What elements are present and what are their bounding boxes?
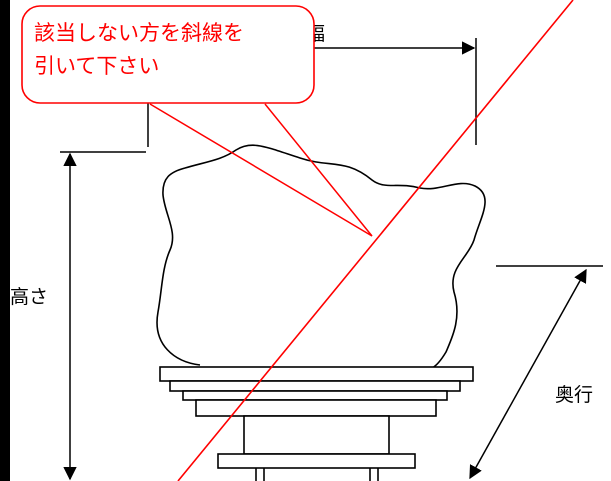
pedestal	[159, 366, 474, 481]
left-edge-bar	[0, 0, 10, 481]
pedestal-tier-4	[195, 399, 437, 417]
height-dimension	[60, 151, 146, 481]
callout-bubble	[21, 5, 315, 104]
depth-dimension	[469, 265, 603, 480]
callout-line-1: 該当しない方を斜線を	[34, 21, 244, 45]
pedestal-column	[243, 415, 390, 455]
depth-label: 奥行	[555, 384, 593, 406]
pedestal-base	[217, 453, 416, 469]
stone-outline	[156, 144, 486, 369]
callout-pointer	[149, 103, 373, 237]
strike-diagonal-line	[177, 0, 574, 481]
callout-line-2: 引いて下さい	[34, 54, 159, 78]
pedestal-tier-2	[169, 380, 461, 392]
pedestal-tier-1	[159, 366, 474, 382]
depth-arrow	[469, 268, 587, 480]
height-label: 高さ	[10, 286, 48, 308]
pedestal-tier-3	[182, 390, 448, 401]
